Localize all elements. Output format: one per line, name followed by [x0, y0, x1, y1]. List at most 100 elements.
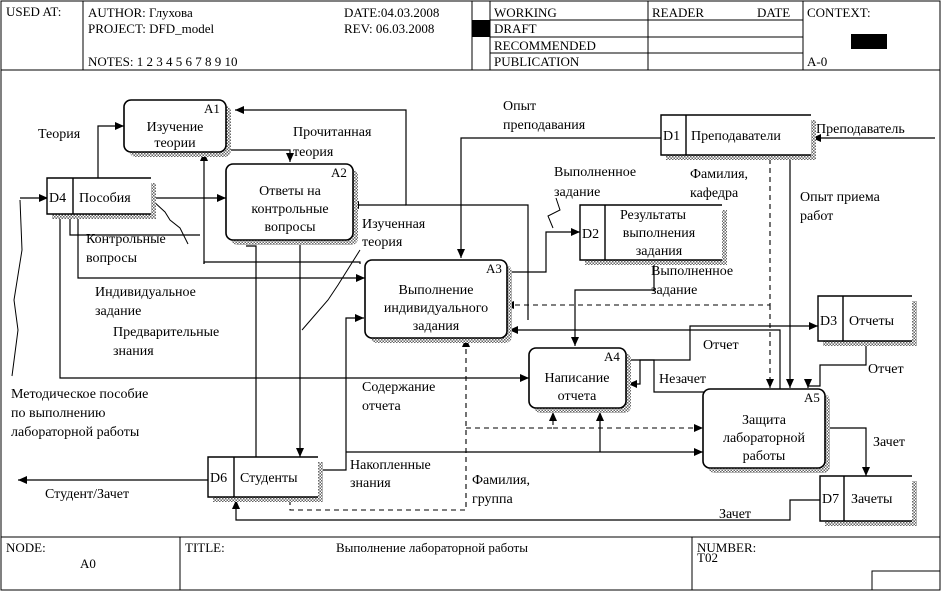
arrow-d6-a1 [246, 245, 257, 457]
squiggle-marks [11, 197, 561, 377]
a5-line3: работы [743, 449, 786, 464]
store-d3 [817, 295, 917, 346]
d1-id: D1 [663, 129, 680, 144]
arrow-a3-d2 [507, 228, 580, 273]
label-opyt-priema-1: Опыт приема [800, 190, 881, 205]
process-a3 [364, 259, 512, 343]
d4-label: Пособия [79, 191, 131, 206]
a2-line3: вопросы [265, 220, 317, 235]
number-label: NUMBER: [697, 540, 756, 555]
store-d1 [660, 114, 816, 160]
arrow-a1-feedback [203, 261, 361, 264]
label-zachet-2: Зачет [719, 507, 751, 522]
label-izuchennaya-2: теория [362, 235, 403, 250]
arrow-familiya-gruppa [289, 338, 470, 511]
status-publication: PUBLICATION [494, 54, 580, 69]
title-label: TITLE: [185, 540, 225, 555]
label-prochitannaya-1: Прочитанная [293, 125, 372, 140]
d3-label: Отчеты [849, 314, 895, 329]
d2-id: D2 [582, 227, 599, 242]
title-value: Выполнение лабораторной работы [336, 540, 528, 555]
status-working: WORKING [494, 5, 557, 20]
node-value: A0 [80, 556, 96, 571]
arrow-a5-a3 [509, 326, 781, 390]
arrow-prochitannaya [227, 144, 294, 162]
a1-id: A1 [204, 101, 220, 116]
label-nakoplennye-1: Накопленные [350, 458, 431, 473]
label-familiya-gruppa-2: группа [472, 492, 514, 507]
status-draft: DRAFT [494, 21, 537, 36]
squiggle-izuchennaya [301, 249, 361, 331]
label-metodicheskoe-3: лабораторной работы [11, 425, 140, 440]
label-otchet-1: Отчет [703, 338, 739, 353]
footer-text: NODE: A0 TITLE: Выполнение лабораторной … [6, 540, 756, 571]
a3-id: A3 [486, 261, 502, 276]
arrow-teoriya [97, 122, 124, 178]
arrow-nezachet [628, 359, 705, 393]
process-a5 [702, 388, 830, 473]
label-predvaritelnye-1: Предварительные [113, 325, 219, 340]
flow-labels: Теория Прочитанная теория Контрольные во… [11, 99, 905, 522]
a4-line2: отчета [558, 389, 597, 404]
process-a1 [123, 99, 231, 157]
label-metodicheskoe-1: Методическое пособие [11, 387, 148, 402]
d2-line2: выполнения [623, 226, 696, 241]
reader-label: READER [652, 5, 704, 20]
label-nakoplennye-2: знания [350, 476, 391, 491]
squiggle-metodicheskoe [11, 199, 23, 377]
arrow-d7-d6 [232, 499, 820, 521]
store-d2 [579, 204, 727, 265]
a4-line1: Написание [545, 371, 610, 386]
d4-id: D4 [49, 191, 66, 206]
label-individualnoe-1: Индивидуальное [95, 285, 196, 300]
label-opyt-1: Опыт [503, 99, 536, 114]
node-label: NODE: [6, 540, 46, 555]
label-vypolnennoe1-1: Выполненное [554, 165, 636, 180]
label-soderzhanie-2: отчета [362, 399, 401, 414]
d7-label: Зачеты [851, 492, 893, 507]
store-text: D4 Пособия D1 Преподаватели D2 Результат… [49, 129, 895, 507]
arrow-metodicheskoe [59, 214, 529, 382]
a5-line2: лабораторной [723, 431, 806, 446]
arrow-individualnoe [77, 214, 365, 282]
store-d6 [207, 456, 323, 502]
d3-id: D3 [820, 314, 837, 329]
a2-line2: контрольные [251, 202, 328, 217]
label-zachet-1: Зачет [873, 435, 905, 450]
arrow-kontrolnye [69, 214, 200, 236]
a1-line2: теории [154, 136, 196, 151]
label-vypolnennoe2-2: задание [651, 283, 697, 298]
arrow-d2-a4 [571, 262, 655, 346]
label-opyt-priema-2: работ [800, 209, 833, 224]
label-familiya-kafedra-1: Фамилия, [690, 167, 748, 182]
number-value: T02 [697, 550, 718, 565]
reader-date-label: DATE [757, 5, 790, 20]
d7-id: D7 [822, 492, 839, 507]
a4-id: A4 [604, 349, 620, 364]
arrow-d3-a5 [804, 346, 867, 388]
label-individualnoe-2: задание [95, 304, 141, 319]
arrow-a5-d7 [825, 427, 870, 476]
label-otchet-2: Отчет [868, 362, 904, 377]
a2-id: A2 [331, 165, 347, 180]
a3-line3: задания [413, 319, 460, 334]
label-prochitannaya-2: теория [293, 145, 334, 160]
label-metodicheskoe-2: по выполнению [11, 406, 105, 421]
process-a4 [528, 347, 631, 413]
squiggle-vypolnennoe [547, 197, 561, 229]
label-student-zachet: Студент/Зачет [45, 487, 129, 502]
label-nezachet: Незачет [659, 372, 706, 387]
context-label: CONTEXT: [807, 5, 871, 20]
notes-text: NOTES: 1 2 3 4 5 6 7 8 9 10 [88, 54, 238, 69]
draft-marker [472, 20, 490, 37]
a1-line1: Изучение [147, 120, 204, 135]
a5-line1: Защита [742, 413, 787, 428]
a5-id: A5 [804, 390, 820, 405]
context-marker [851, 34, 887, 49]
d2-line1: Результаты [620, 208, 687, 223]
header-text: USED AT: AUTHOR: Глухова PROJECT: DFD_mo… [6, 4, 871, 69]
label-vypolnennoe2-1: Выполненное [651, 264, 733, 279]
arrow-gruppa-a4 [466, 412, 557, 429]
